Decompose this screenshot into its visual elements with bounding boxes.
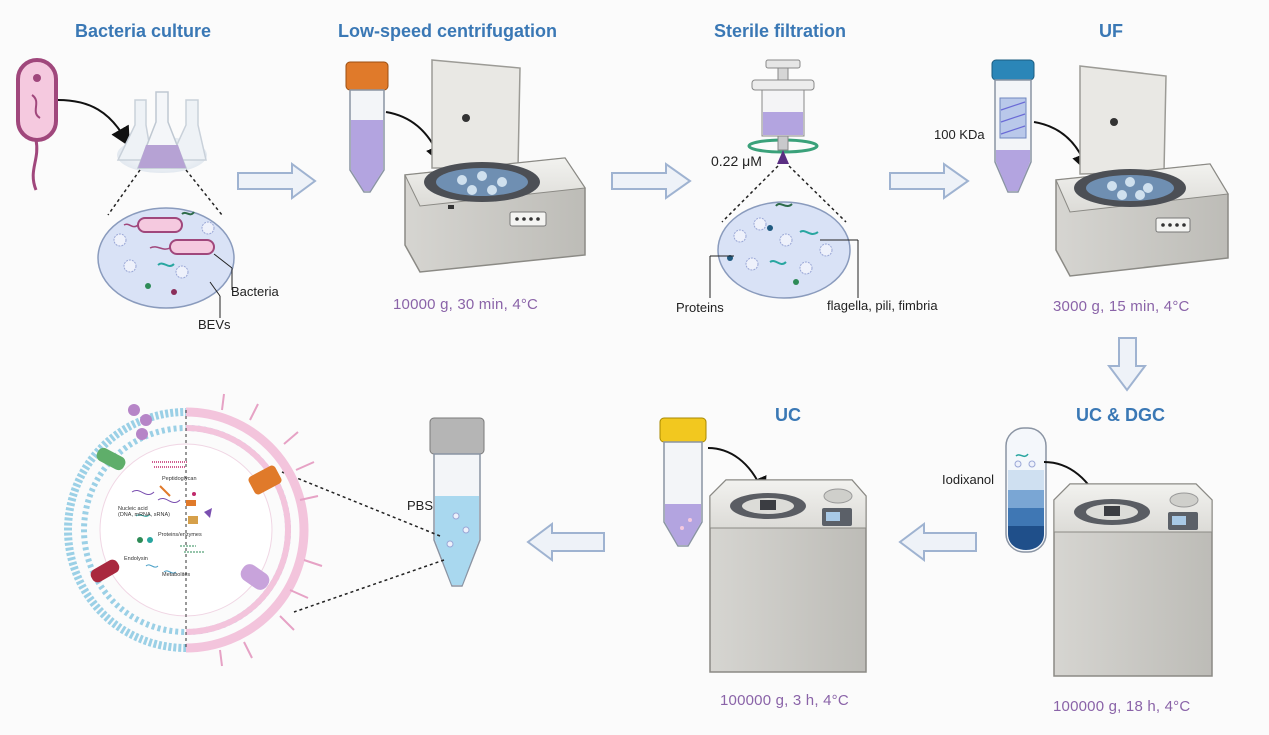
density-gradient-tube-icon [1005,427,1047,553]
syringe-filter-icon [747,59,819,164]
condition-uc: 100000 g, 3 h, 4°C [720,692,849,709]
label-proteins: Proteins [676,300,724,315]
step-title-low-speed-centrifugation: Low-speed centrifugation [338,21,558,41]
filtrate-magnified-view [717,201,851,299]
label-iodixanol: Iodixanol [942,472,995,487]
vesicle-label-peptidoglycan: Peptidoglycan [162,476,197,482]
bev-structure-diagram [64,393,323,667]
ultrafiltration-tube-icon [991,59,1035,193]
condition-uf: 3000 g, 15 min, 4°C [1053,298,1190,315]
process-arrow-2 [611,162,692,200]
condition-low-speed: 10000 g, 30 min, 4°C [393,296,539,313]
label-filter-size: 0.22 μM [711,153,762,169]
step-title-uc-dgc: UC & DGC [1076,405,1165,425]
benchtop-centrifuge-2-icon [1055,65,1229,277]
process-arrow-1 [237,162,317,200]
process-arrow-down [1107,337,1147,392]
label-cutoff: 100 KDa [934,127,985,142]
vesicle-label-nucleic-acid: Nucleic acid (DNA, mRNA, sRNA) [118,506,170,518]
process-arrow-5 [898,522,977,562]
process-arrow-3 [889,162,970,200]
condition-uc-dgc: 100000 g, 18 h, 4°C [1053,698,1191,715]
culture-flasks-icon [116,91,207,173]
vesicle-label-metabolites: Metabolites [162,572,191,578]
inoculate-arrow [57,99,130,147]
step-title-uc: UC [775,405,801,425]
ultracentrifuge-1-icon [1053,483,1213,677]
culture-magnified-view [97,207,235,309]
label-bevs: BEVs [198,317,231,332]
conical-tube-yellow-icon [659,417,707,547]
process-arrow-6 [526,522,605,562]
ultracentrifuge-2-icon [709,479,867,673]
label-appendages: flagella, pili, fimbria [827,298,938,313]
vesicle-label-endolysin: Endolysin [124,556,148,562]
step-title-uf: UF [1099,21,1123,41]
bacterium-icon [16,58,58,191]
conical-tube-orange-icon [345,61,389,193]
pbs-tube-icon [429,417,485,587]
label-pbs: PBS [407,498,434,513]
step-title-sterile-filtration: Sterile filtration [714,21,847,41]
benchtop-centrifuge-1-icon [404,59,586,273]
vesicle-label-proteins: Proteins/enzymes [158,532,202,538]
label-bacteria: Bacteria [231,284,279,299]
step-title-bacteria-culture: Bacteria culture [75,21,212,41]
